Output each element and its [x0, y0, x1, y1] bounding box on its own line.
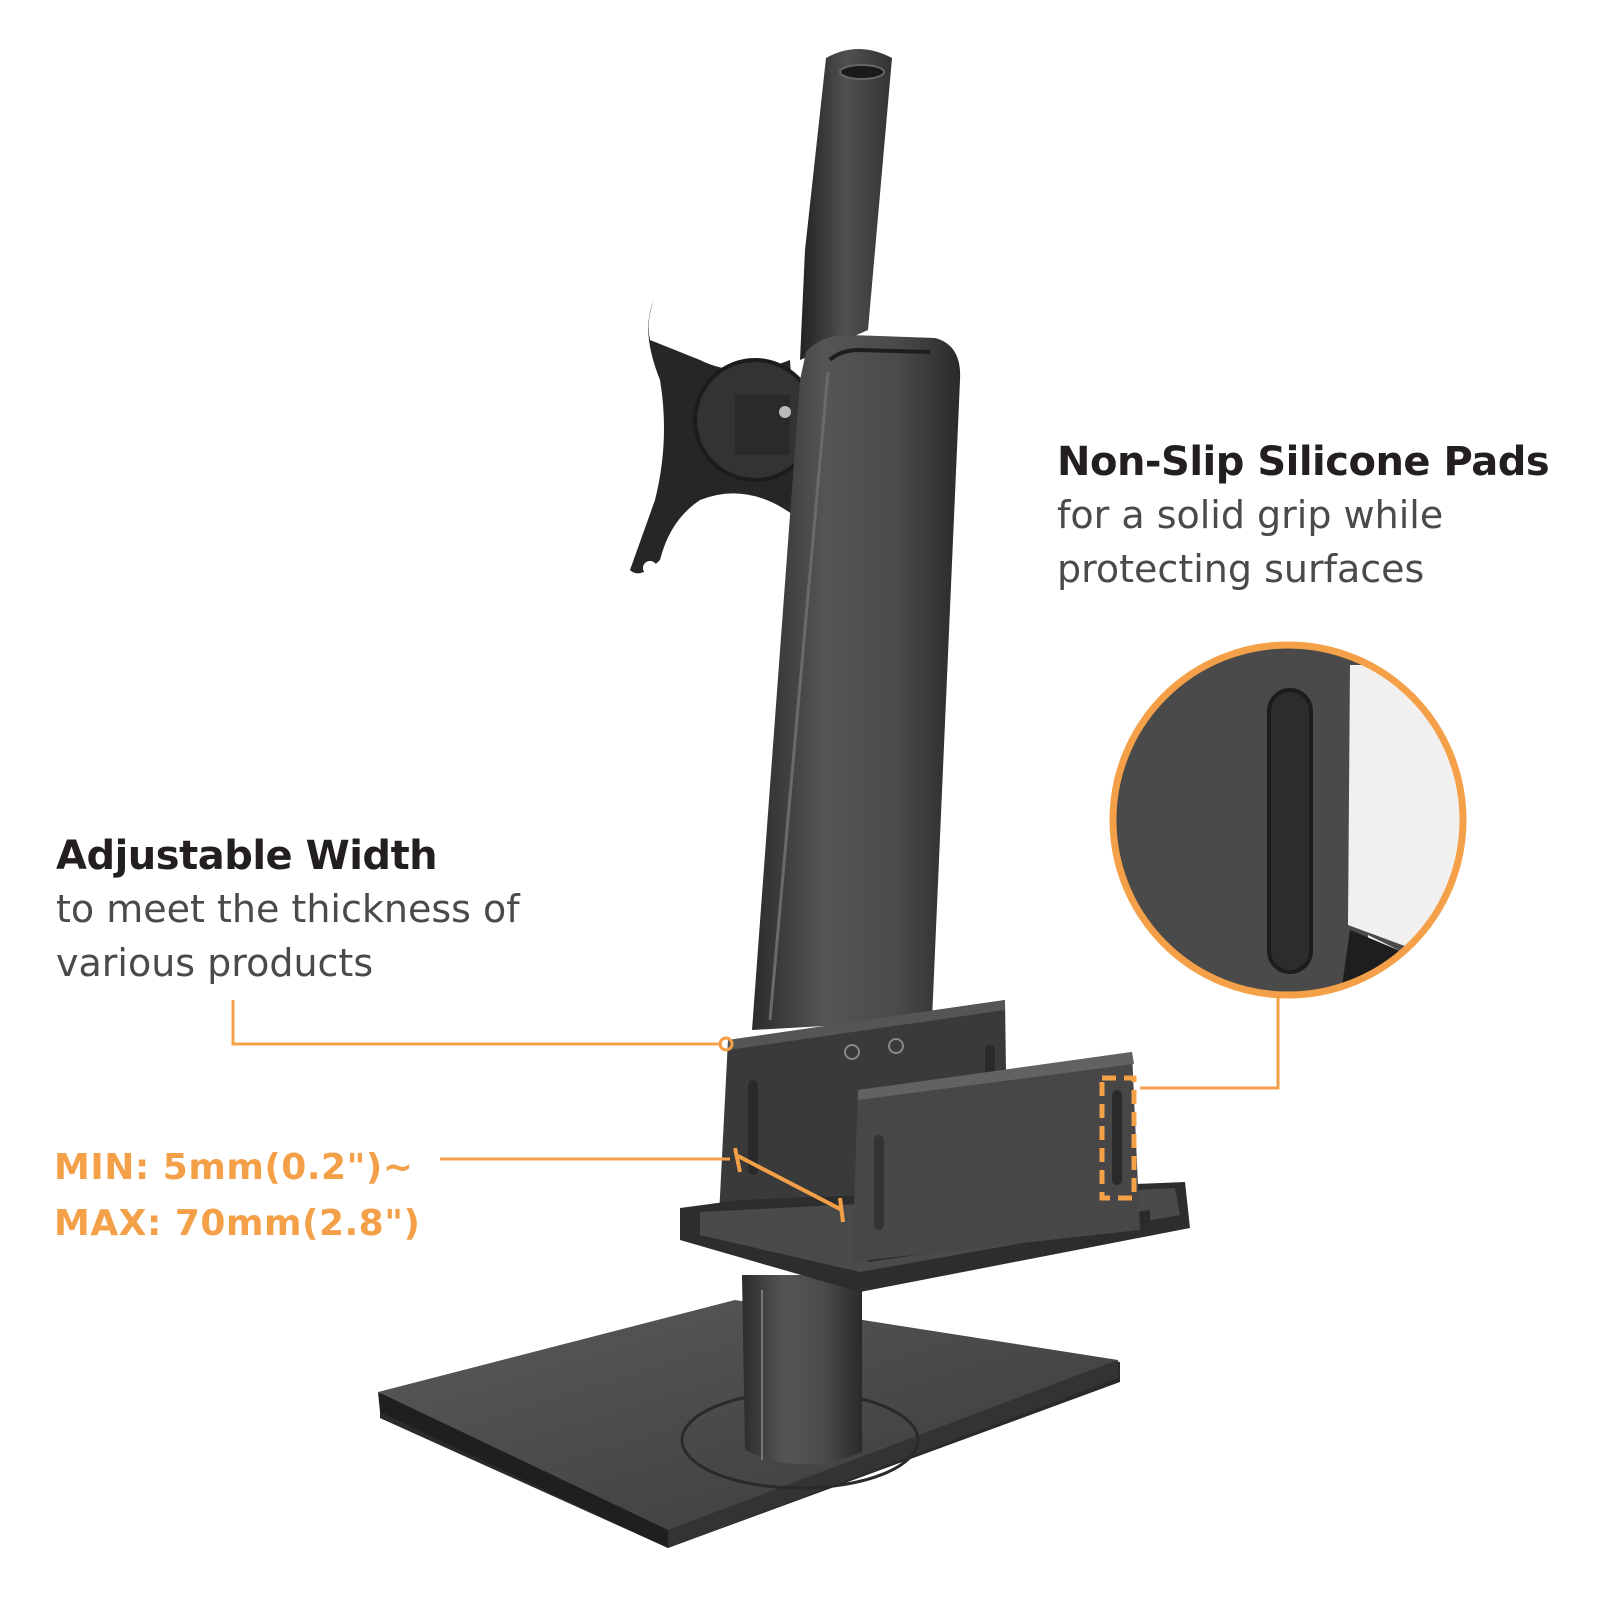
callout-title: Adjustable Width [56, 833, 438, 879]
callout-adjustable-width: Adjustable Width to meet the thickness o… [56, 830, 520, 990]
callout-desc-line: various products [56, 941, 374, 985]
callout-desc-line: protecting surfaces [1057, 547, 1425, 591]
callout-desc-line: for a solid grip while [1057, 493, 1444, 537]
callout-width-range: MIN: 5mm(0.2")~ MAX: 70mm(2.8") [54, 1140, 420, 1252]
base-pole [742, 1275, 862, 1465]
max-width-label: MAX: 70mm(2.8") [54, 1203, 421, 1244]
callout-leaders [231, 998, 1280, 1223]
callout-silicone-pads: Non-Slip Silicone Pads for a solid grip … [1057, 436, 1550, 596]
callout-title: Non-Slip Silicone Pads [1057, 439, 1550, 485]
cpu-holder-front-plate [852, 1052, 1140, 1262]
upper-arm [800, 49, 892, 360]
min-width-label: MIN: 5mm(0.2")~ [54, 1147, 414, 1188]
vesa-mount-plate [630, 300, 817, 575]
silicone-pad-closeup [1109, 641, 1467, 999]
vertical-column [752, 335, 961, 1030]
callout-desc-line: to meet the thickness of [56, 887, 520, 931]
